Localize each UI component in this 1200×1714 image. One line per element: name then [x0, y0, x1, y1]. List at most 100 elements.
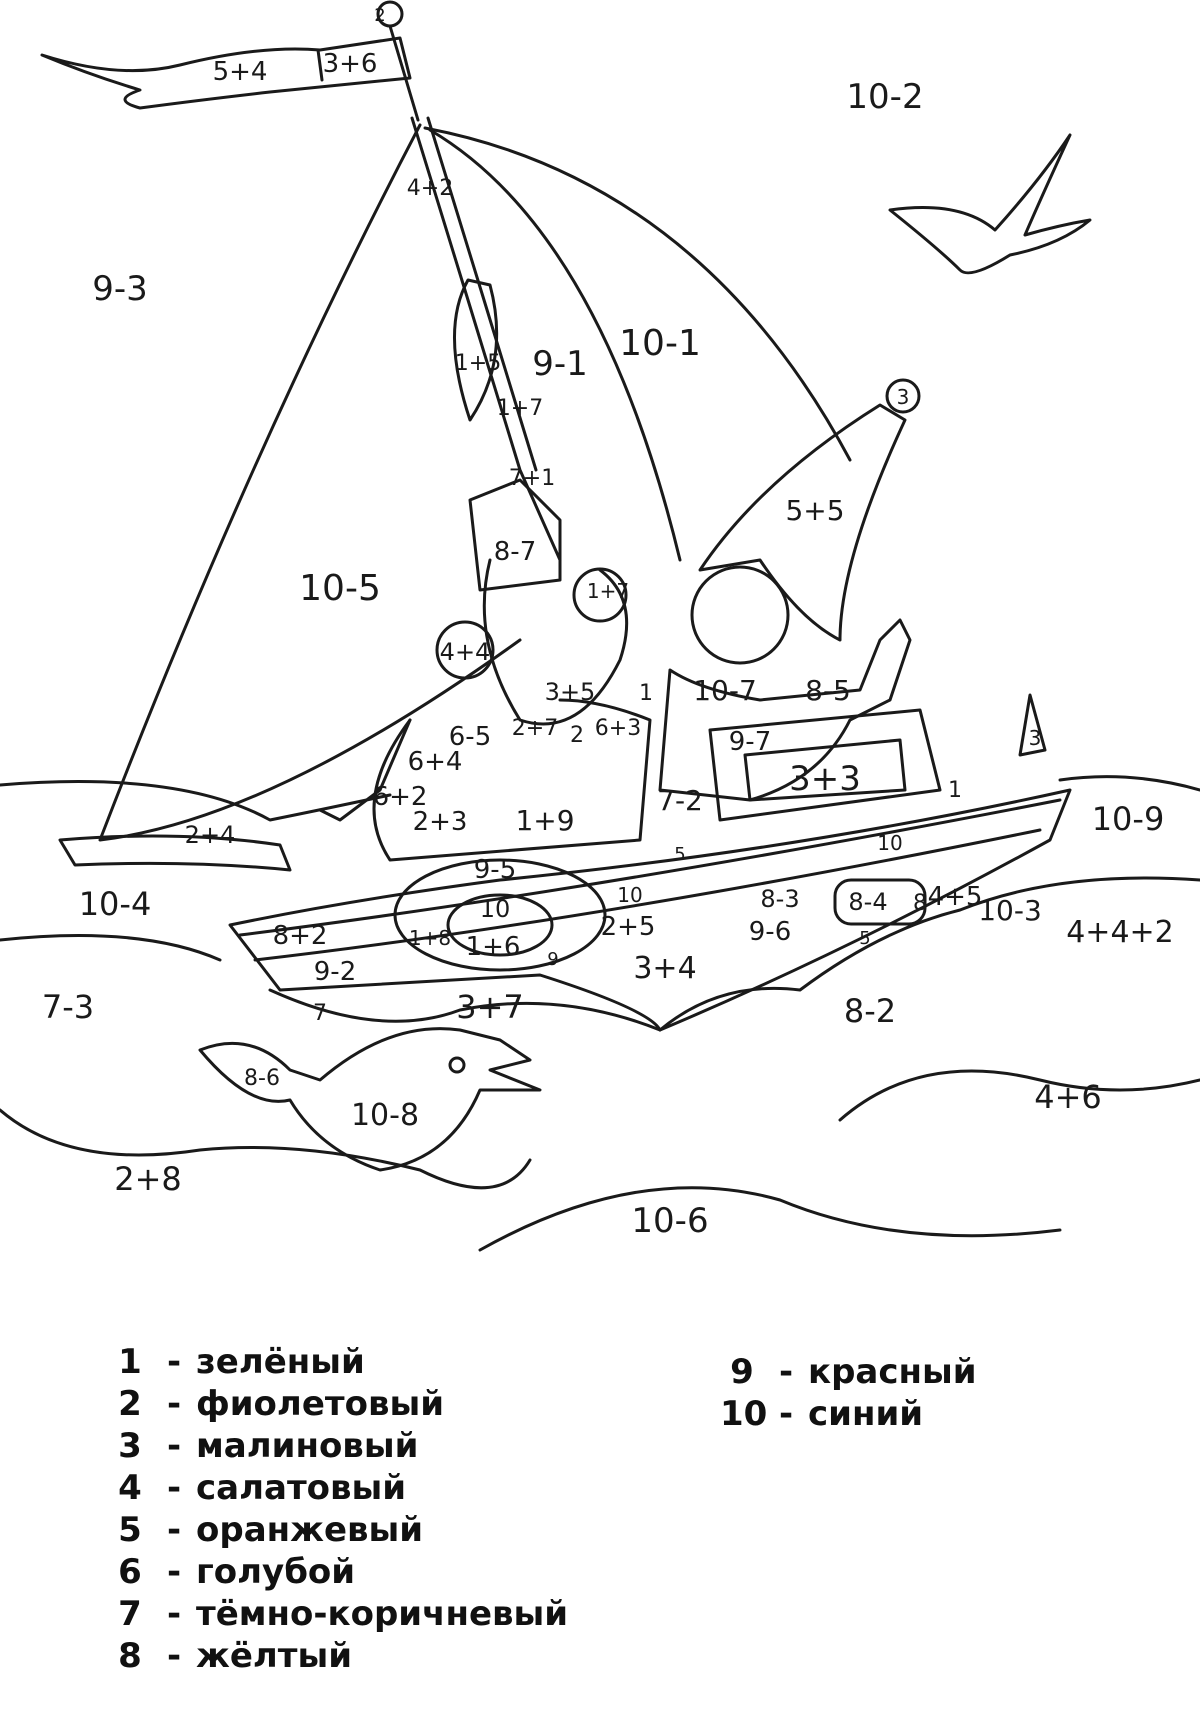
label-ring-top: 9-5	[474, 855, 516, 885]
legend-color-name: салатовый	[196, 1468, 407, 1508]
hull-line-2	[253, 828, 1042, 962]
label-hull-82: 8+2	[273, 921, 328, 951]
label-sea-106: 10-6	[631, 1201, 708, 1241]
legend-dash: -	[166, 1636, 182, 1676]
label-hull-10b: 10	[877, 831, 902, 855]
legend-row: 3-малиновый	[108, 1429, 568, 1471]
main-sail	[98, 123, 522, 842]
label-beard: 3+5	[545, 678, 596, 706]
legend-right: 9-красный 10-синий	[720, 1355, 977, 1439]
label-hull-83: 8-3	[760, 885, 799, 913]
sail-right-edge	[428, 128, 682, 562]
wave-mid	[268, 988, 662, 1032]
legend-number: 3	[118, 1426, 142, 1466]
label-hat-man: 8-7	[494, 537, 536, 567]
wave-bottom	[478, 1186, 1062, 1252]
label-fish-fin: 8-6	[244, 1066, 280, 1091]
wave-right	[658, 876, 1200, 1032]
label-sail-furl: 1+5	[455, 351, 501, 376]
label-flag-right: 3+6	[323, 49, 378, 79]
label-sea-right: 10-9	[1092, 800, 1165, 838]
legend-row: 6-голубой	[108, 1555, 568, 1597]
label-hat-ball: 3	[897, 385, 910, 409]
legend-dash: -	[778, 1394, 794, 1434]
legend-number: 6	[118, 1552, 142, 1592]
legend-dash: -	[166, 1594, 182, 1634]
fish	[198, 1027, 542, 1172]
boy-hat-ball	[885, 378, 921, 414]
boom-shape	[58, 834, 292, 872]
legend-row: 10-синий	[720, 1397, 977, 1439]
label-strap-left: 2+7	[512, 716, 558, 741]
wave-top-left	[0, 780, 392, 822]
label-flag-left: 5+4	[213, 57, 268, 87]
label-sail-far: 10-1	[619, 323, 701, 364]
label-button: 2	[570, 723, 584, 748]
man-body	[372, 698, 652, 862]
legend-color-name: фиолетовый	[196, 1384, 445, 1424]
man-arm	[318, 718, 412, 822]
legend-color-name: оранжевый	[196, 1510, 424, 1550]
legend-dash: -	[166, 1342, 182, 1382]
label-spike: 3	[1029, 726, 1042, 750]
label-sleeve-c: 6+2	[373, 782, 428, 812]
life-ring-inner	[446, 893, 554, 957]
fish-eye	[448, 1056, 466, 1074]
label-hull-45: 4+5	[928, 882, 983, 912]
label-hull-5a: 5	[674, 844, 685, 865]
label-sea-442: 4+4+2	[1066, 915, 1174, 950]
label-sky-right: 10-2	[846, 77, 923, 117]
legend-color-name: жёлтый	[196, 1636, 353, 1676]
legend-number: 10	[720, 1394, 768, 1434]
legend-dash: -	[166, 1426, 182, 1466]
legend-dash: -	[166, 1384, 182, 1424]
legend-color-name: малиновый	[196, 1426, 419, 1466]
label-ring-center: 10	[480, 895, 511, 923]
label-hull-5b: 5	[859, 928, 870, 949]
seagull	[888, 133, 1092, 275]
life-ring	[393, 858, 607, 972]
label-hull-10a: 10	[617, 883, 642, 907]
man-hat	[468, 478, 562, 592]
man-ear-right	[572, 567, 628, 623]
label-hull-7: 7	[313, 1001, 327, 1026]
label-sleeve-b: 6+4	[408, 747, 463, 777]
legend-color-name: тёмно-коричневый	[196, 1594, 569, 1634]
label-hull-34: 3+4	[633, 951, 696, 986]
legend-left: 1-зелёный 2-фиолетовый 3-малиновый 4-сал…	[108, 1345, 568, 1681]
flag-shape	[40, 36, 412, 110]
legend-row: 7-тёмно-коричневый	[108, 1597, 568, 1639]
boy-head	[690, 565, 790, 665]
label-sleeve-a: 6-5	[449, 722, 491, 752]
label-mast-mid: 1+7	[497, 396, 543, 421]
cabin	[708, 708, 942, 822]
legend-row: 1-зелёный	[108, 1345, 568, 1387]
man-beard	[482, 558, 629, 726]
legend-row: 8-жёлтый	[108, 1639, 568, 1681]
hull-line-1	[238, 798, 1062, 937]
label-boy-arm: 10-7	[693, 674, 757, 707]
wave-top-right	[1058, 775, 1200, 792]
buoy	[833, 878, 927, 926]
legend-color-name: красный	[808, 1352, 977, 1392]
label-hull-8: 8	[913, 891, 927, 916]
label-fish-body: 10-8	[351, 1098, 419, 1133]
cabin-window-shape	[743, 738, 907, 802]
label-collar: 1	[639, 681, 653, 706]
legend-number: 4	[118, 1468, 142, 1508]
label-sea-73: 7-3	[42, 988, 94, 1026]
label-sea-46: 4+6	[1034, 1078, 1102, 1116]
label-body-b: 1+9	[515, 804, 574, 837]
legend-row: 5-оранжевый	[108, 1513, 568, 1555]
label-body-a: 2+3	[413, 807, 468, 837]
label-cabin-window: 3+3	[789, 759, 861, 799]
label-ring-bottom: 1+6	[466, 932, 521, 962]
sail-far-edge	[423, 126, 852, 462]
spike-shape	[1018, 693, 1047, 757]
label-cabin-side: 1	[948, 778, 962, 803]
furled-sail	[453, 278, 499, 422]
label-sea-82: 8-2	[844, 992, 896, 1030]
legend-number: 2	[118, 1384, 142, 1424]
